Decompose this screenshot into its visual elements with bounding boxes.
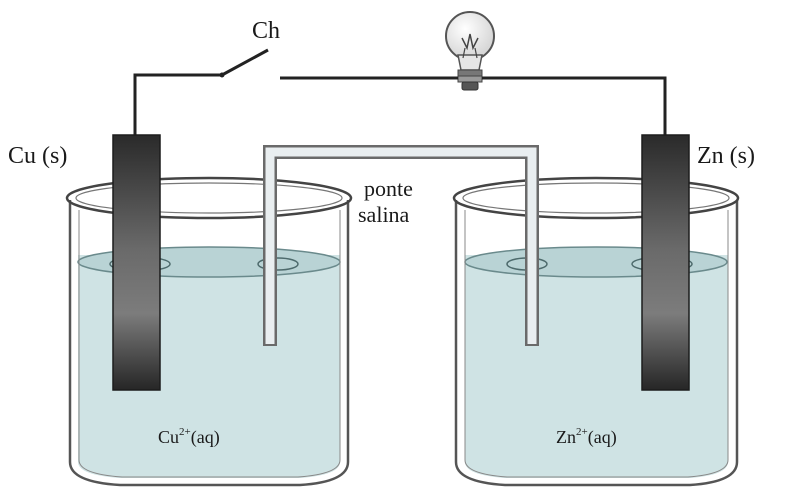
switch-label: Ch: [252, 18, 280, 44]
cu-electrode-label: Cu (s): [8, 143, 67, 169]
right-solution-label: Zn2+(aq): [556, 426, 617, 448]
circuit-wire: [133, 73, 667, 137]
light-bulb-icon: [445, 11, 495, 91]
salt-bridge-label-line2: salina: [358, 202, 410, 227]
left-solution-label: Cu2+(aq): [158, 426, 220, 448]
switch: Ch: [219, 18, 280, 78]
cu-electrode: [112, 134, 161, 391]
salt-bridge: [263, 145, 539, 346]
salt-bridge-label-line1: ponte: [364, 176, 413, 201]
zn-electrode: [641, 134, 690, 391]
open-switch-icon: [219, 48, 269, 78]
zn-electrode-label: Zn (s): [697, 143, 755, 169]
